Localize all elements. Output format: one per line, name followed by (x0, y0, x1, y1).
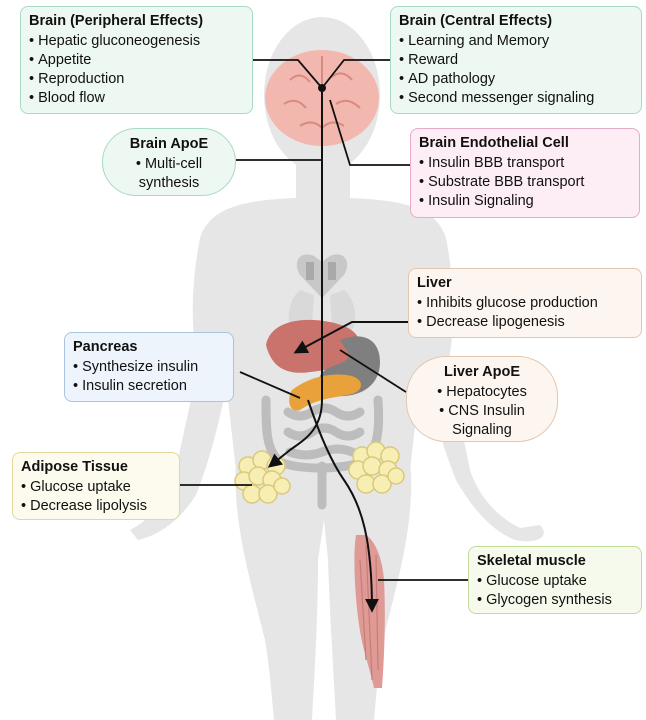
brain-apoe-list: Multi-cell synthesis (111, 155, 227, 193)
list-item: Synthesize insulin (73, 358, 225, 377)
pancreas-list: Synthesize insulin Insulin secretion (73, 358, 225, 396)
brain-central-title: Brain (Central Effects) (399, 12, 633, 31)
list-item: Learning and Memory (399, 32, 633, 51)
brain-peripheral-title: Brain (Peripheral Effects) (29, 12, 244, 31)
pancreas-box: Pancreas Synthesize insulin Insulin secr… (64, 332, 234, 402)
liver-apoe-title: Liver ApoE (415, 363, 549, 382)
brain-endothelial-list: Insulin BBB transport Substrate BBB tran… (419, 154, 631, 211)
list-item: Reproduction (29, 70, 244, 89)
brain-peripheral-box: Brain (Peripheral Effects) Hepatic gluco… (20, 6, 253, 114)
list-item: Appetite (29, 51, 244, 70)
brain-endothelial-box: Brain Endothelial Cell Insulin BBB trans… (410, 128, 640, 218)
list-item: Insulin BBB transport (419, 154, 631, 173)
skeletal-muscle-title: Skeletal muscle (477, 552, 633, 571)
list-item: Reward (399, 51, 633, 70)
list-item: Hepatocytes (415, 383, 549, 402)
brain-central-list: Learning and Memory Reward AD pathology … (399, 32, 633, 108)
adipose-tissue-list: Glucose uptake Decrease lipolysis (21, 478, 171, 516)
liver-apoe-box: Liver ApoE Hepatocytes CNS Insulin Signa… (406, 356, 558, 442)
brain-central-box: Brain (Central Effects) Learning and Mem… (390, 6, 642, 114)
brain-apoe-title: Brain ApoE (111, 135, 227, 154)
brain-endothelial-title: Brain Endothelial Cell (419, 134, 631, 153)
liver-title: Liver (417, 274, 633, 293)
list-item: Second messenger signaling (399, 89, 633, 108)
liver-list: Inhibits glucose production Decrease lip… (417, 294, 633, 332)
liver-apoe-list: Hepatocytes CNS Insulin Signaling (415, 383, 549, 440)
list-item: Inhibits glucose production (417, 294, 633, 313)
list-item: Hepatic gluconeogenesis (29, 32, 244, 51)
list-item: Glycogen synthesis (477, 591, 633, 610)
list-item: Multi-cell synthesis (121, 155, 217, 193)
list-item: Insulin Signaling (419, 192, 631, 211)
skeletal-muscle-box: Skeletal muscle Glucose uptake Glycogen … (468, 546, 642, 614)
list-item: CNS Insulin Signaling (427, 402, 537, 440)
skeletal-muscle-list: Glucose uptake Glycogen synthesis (477, 572, 633, 610)
adipose-tissue-title: Adipose Tissue (21, 458, 171, 477)
list-item: AD pathology (399, 70, 633, 89)
list-item: Insulin secretion (73, 377, 225, 396)
list-item: Decrease lipogenesis (417, 313, 633, 332)
list-item: Decrease lipolysis (21, 497, 171, 516)
brain-peripheral-list: Hepatic gluconeogenesis Appetite Reprodu… (29, 32, 244, 108)
list-item: Glucose uptake (477, 572, 633, 591)
list-item: Substrate BBB transport (419, 173, 631, 192)
list-item: Glucose uptake (21, 478, 171, 497)
adipose-tissue-box: Adipose Tissue Glucose uptake Decrease l… (12, 452, 180, 520)
pancreas-title: Pancreas (73, 338, 225, 357)
brain-apoe-box: Brain ApoE Multi-cell synthesis (102, 128, 236, 196)
liver-box: Liver Inhibits glucose production Decrea… (408, 268, 642, 338)
list-item: Blood flow (29, 89, 244, 108)
